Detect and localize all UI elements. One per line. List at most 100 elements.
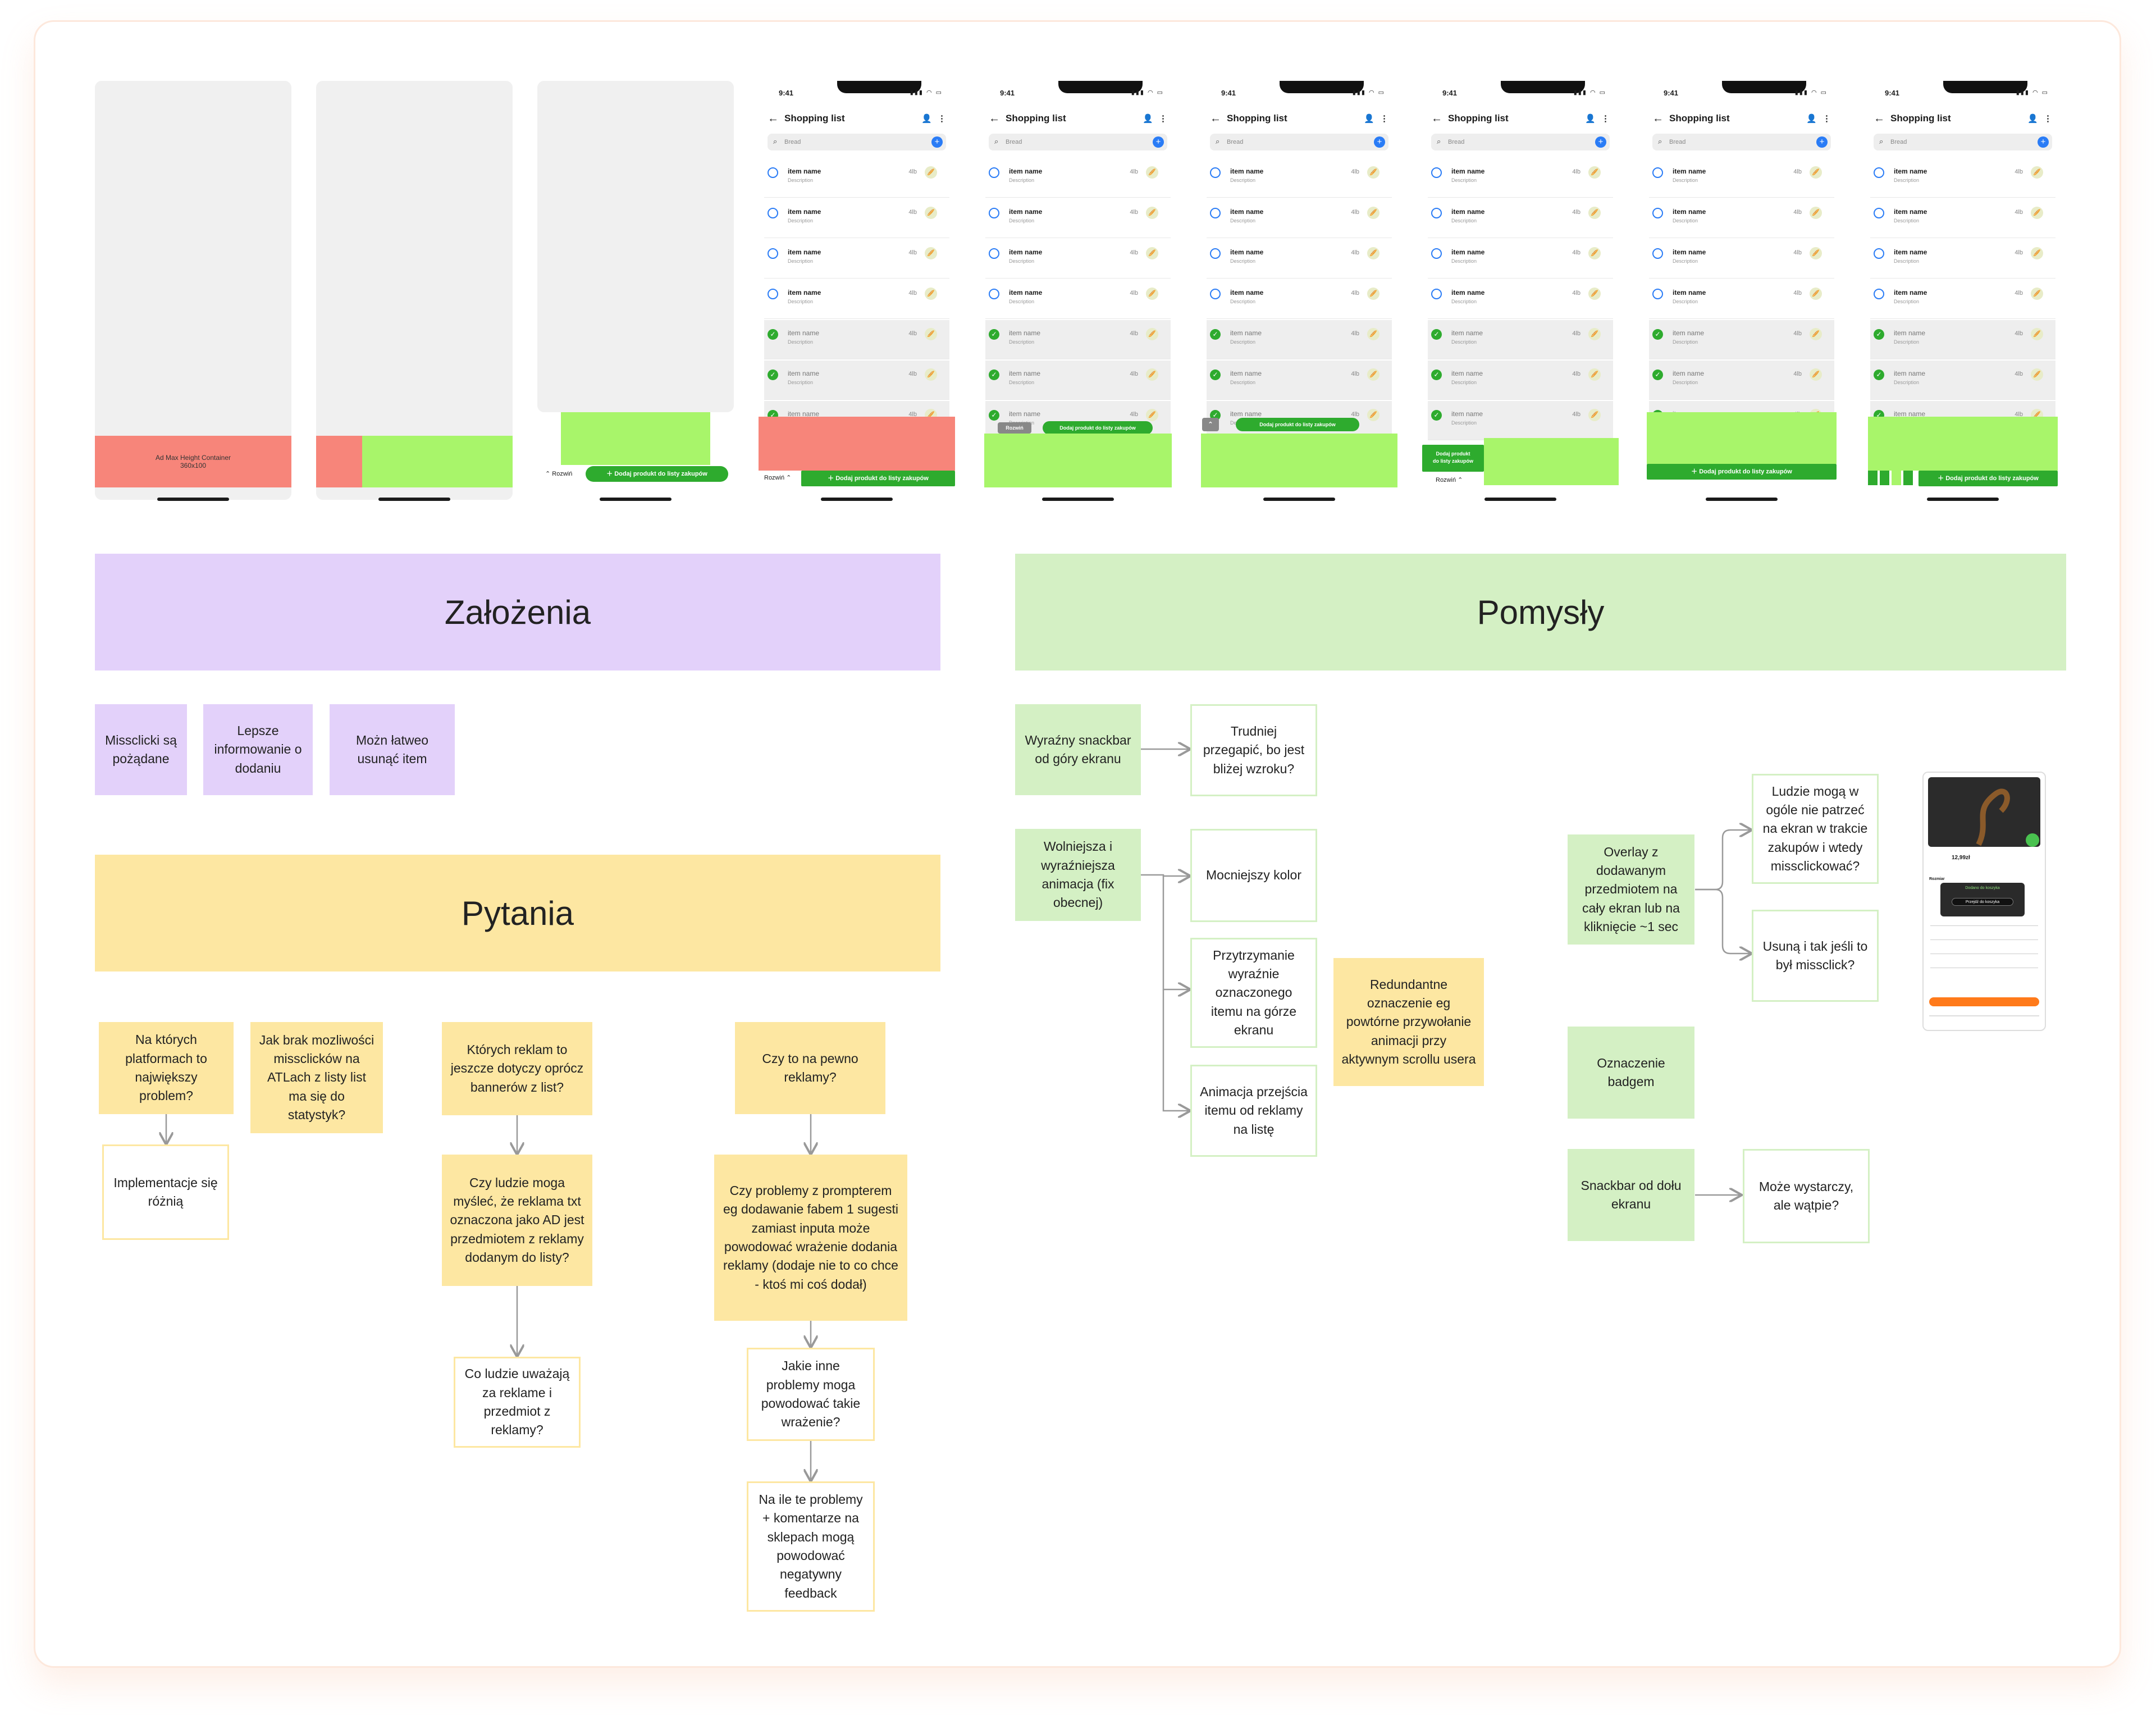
- unchecked-icon[interactable]: [1431, 208, 1442, 218]
- add-person-icon[interactable]: 👤: [1806, 114, 1817, 124]
- more-vert-icon[interactable]: ⋮: [1601, 114, 1610, 124]
- expand-toggle[interactable]: Rozwiń: [998, 422, 1031, 434]
- ad-banner[interactable]: [984, 434, 1172, 487]
- sticky-note[interactable]: Missclicki są pożądane: [95, 704, 187, 795]
- list-item[interactable]: item name Description 4lb 🥖: [1870, 280, 2055, 319]
- sticky-note[interactable]: Usuną i tak jeśli to był missclick?: [1752, 910, 1879, 1002]
- ad-banner[interactable]: [1201, 434, 1397, 487]
- list-item[interactable]: item name Description 4lb 🥖: [1207, 199, 1392, 238]
- back-arrow-icon[interactable]: ←: [989, 112, 1000, 125]
- sticky-note[interactable]: Overlay z dodawanym przedmiotem na cały …: [1568, 834, 1694, 945]
- more-vert-icon[interactable]: ⋮: [1159, 114, 1167, 124]
- add-item-icon[interactable]: +: [1374, 136, 1385, 148]
- checked-icon[interactable]: ✓: [1210, 329, 1221, 340]
- list-item[interactable]: ✓ item name Description 4lb 🥖: [1649, 361, 1834, 400]
- list-item[interactable]: ✓ item name Description 4lb 🥖: [1207, 361, 1392, 400]
- unchecked-icon[interactable]: [768, 208, 778, 218]
- add-person-icon[interactable]: 👤: [921, 114, 932, 124]
- sticky-note[interactable]: Wolniejsza i wyraźniejsza animacja (fix …: [1015, 829, 1141, 921]
- expand-toggle[interactable]: Rozwiń ⌃: [1436, 477, 1463, 484]
- add-person-icon[interactable]: 👤: [1585, 114, 1596, 124]
- add-person-icon[interactable]: 👤: [1143, 114, 1153, 124]
- more-vert-icon[interactable]: ⋮: [2044, 114, 2052, 124]
- back-arrow-icon[interactable]: ←: [1652, 112, 1664, 125]
- unchecked-icon[interactable]: [1874, 248, 1884, 259]
- unchecked-icon[interactable]: [1652, 167, 1663, 178]
- checked-icon[interactable]: ✓: [989, 370, 999, 380]
- list-item[interactable]: item name Description 4lb 🥖: [1207, 239, 1392, 279]
- buy-bar[interactable]: [1929, 997, 2039, 1006]
- sticky-note[interactable]: Na których platformach to największy pro…: [99, 1022, 234, 1114]
- sticky-note[interactable]: Przytrzymanie wyraźnie oznaczonego itemu…: [1190, 938, 1317, 1048]
- list-item[interactable]: item name Description 4lb 🥖: [985, 280, 1171, 319]
- unchecked-icon[interactable]: [1652, 208, 1663, 218]
- list-item[interactable]: ✓ item name Description 4lb 🥖: [1870, 320, 2055, 359]
- unchecked-icon[interactable]: [1652, 289, 1663, 299]
- more-vert-icon[interactable]: ⋮: [1380, 114, 1388, 124]
- list-item[interactable]: ✓ item name Description 4lb 🥖: [1870, 361, 2055, 400]
- sticky-note[interactable]: Na ile te problemy + komentarze na sklep…: [747, 1481, 875, 1612]
- search-input[interactable]: ⌕ Bread +: [1431, 134, 1610, 150]
- sticky-note[interactable]: Czy problemy z prompterem eg dodawanie f…: [714, 1155, 907, 1321]
- carousel-thumbs[interactable]: [1868, 471, 1913, 485]
- unchecked-icon[interactable]: [1431, 248, 1442, 259]
- sticky-note[interactable]: Mocniejszy kolor: [1190, 829, 1317, 922]
- sticky-note[interactable]: Których reklam to jeszcze dotyczy oprócz…: [442, 1022, 592, 1115]
- unchecked-icon[interactable]: [768, 248, 778, 259]
- checked-icon[interactable]: ✓: [768, 329, 778, 340]
- list-item[interactable]: item name Description 4lb 🥖: [1649, 239, 1834, 279]
- checked-icon[interactable]: ✓: [989, 410, 999, 421]
- search-input[interactable]: ⌕ Bread +: [1874, 134, 2052, 150]
- list-item[interactable]: item name Description 4lb 🥖: [1649, 158, 1834, 198]
- unchecked-icon[interactable]: [1210, 289, 1221, 299]
- list-item[interactable]: ✓ item name Description 4lb 🥖: [764, 320, 949, 359]
- sticky-note[interactable]: Oznaczenie badgem: [1568, 1027, 1694, 1119]
- add-item-icon[interactable]: +: [2038, 136, 2049, 148]
- checked-icon[interactable]: ✓: [1874, 329, 1884, 340]
- search-input[interactable]: ⌕ Bread +: [768, 134, 946, 150]
- unchecked-icon[interactable]: [989, 248, 999, 259]
- list-item[interactable]: ✓ item name Description 4lb 🥖: [1428, 320, 1613, 359]
- toast-button[interactable]: Przejdź do koszyka: [1952, 898, 2013, 906]
- list-item[interactable]: item name Description 4lb 🥖: [1428, 280, 1613, 319]
- checked-icon[interactable]: ✓: [1431, 370, 1442, 380]
- list-item[interactable]: item name Description 4lb 🥖: [985, 158, 1171, 198]
- ad-banner[interactable]: [1868, 417, 2058, 471]
- add-person-icon[interactable]: 👤: [1364, 114, 1374, 124]
- add-item-icon[interactable]: +: [1153, 136, 1164, 148]
- checked-icon[interactable]: ✓: [1431, 410, 1442, 421]
- collapse-toggle[interactable]: ⌃: [1202, 418, 1219, 431]
- expand-toggle[interactable]: ⌃ Rozwiń: [545, 471, 573, 477]
- checked-icon[interactable]: ✓: [1652, 370, 1663, 380]
- sticky-note[interactable]: Wyraźny snackbar od góry ekranu: [1015, 704, 1141, 795]
- unchecked-icon[interactable]: [1210, 167, 1221, 178]
- unchecked-icon[interactable]: [1431, 289, 1442, 299]
- list-item[interactable]: item name Description 4lb 🥖: [764, 199, 949, 238]
- add-to-list-button[interactable]: ＋ Dodaj produkt do listy zakupów: [1919, 471, 2058, 486]
- back-arrow-icon[interactable]: ←: [1431, 112, 1442, 125]
- sticky-note[interactable]: Możn łatweo usunąć item: [330, 704, 455, 795]
- more-vert-icon[interactable]: ⋮: [938, 114, 946, 124]
- unchecked-icon[interactable]: [768, 167, 778, 178]
- list-item[interactable]: ✓ item name Description 4lb 🥖: [1649, 320, 1834, 359]
- unchecked-icon[interactable]: [1210, 248, 1221, 259]
- expand-toggle[interactable]: Rozwiń ⌃: [764, 475, 792, 481]
- list-item[interactable]: item name Description 4lb 🥖: [1649, 199, 1834, 238]
- add-item-icon[interactable]: +: [1816, 136, 1828, 148]
- sticky-note[interactable]: Jak brak mozliwości missclicków na ATLac…: [250, 1022, 383, 1133]
- back-arrow-icon[interactable]: ←: [1210, 112, 1221, 125]
- list-item[interactable]: item name Description 4lb 🥖: [1428, 239, 1613, 279]
- list-item[interactable]: ✓ item name Description 4lb 🥖: [764, 361, 949, 400]
- sticky-note[interactable]: Lepsze informowanie o dodaniu: [203, 704, 313, 795]
- unchecked-icon[interactable]: [1652, 248, 1663, 259]
- add-item-icon[interactable]: +: [1595, 136, 1606, 148]
- app-screenshot-thumbnail[interactable]: 12,99zł Rozmiar Dodano do koszyka Przejd…: [1922, 772, 2046, 1031]
- list-item[interactable]: item name Description 4lb 🥖: [764, 280, 949, 319]
- list-item[interactable]: item name Description 4lb 🥖: [1870, 158, 2055, 198]
- unchecked-icon[interactable]: [989, 208, 999, 218]
- list-item[interactable]: item name Description 4lb 🥖: [1649, 280, 1834, 319]
- add-to-list-button[interactable]: ＋ Dodaj produkt do listy zakupów: [801, 471, 955, 486]
- sticky-note[interactable]: Implementacje się różnią: [102, 1144, 229, 1240]
- list-item[interactable]: item name Description 4lb 🥖: [985, 199, 1171, 238]
- unchecked-icon[interactable]: [1874, 167, 1884, 178]
